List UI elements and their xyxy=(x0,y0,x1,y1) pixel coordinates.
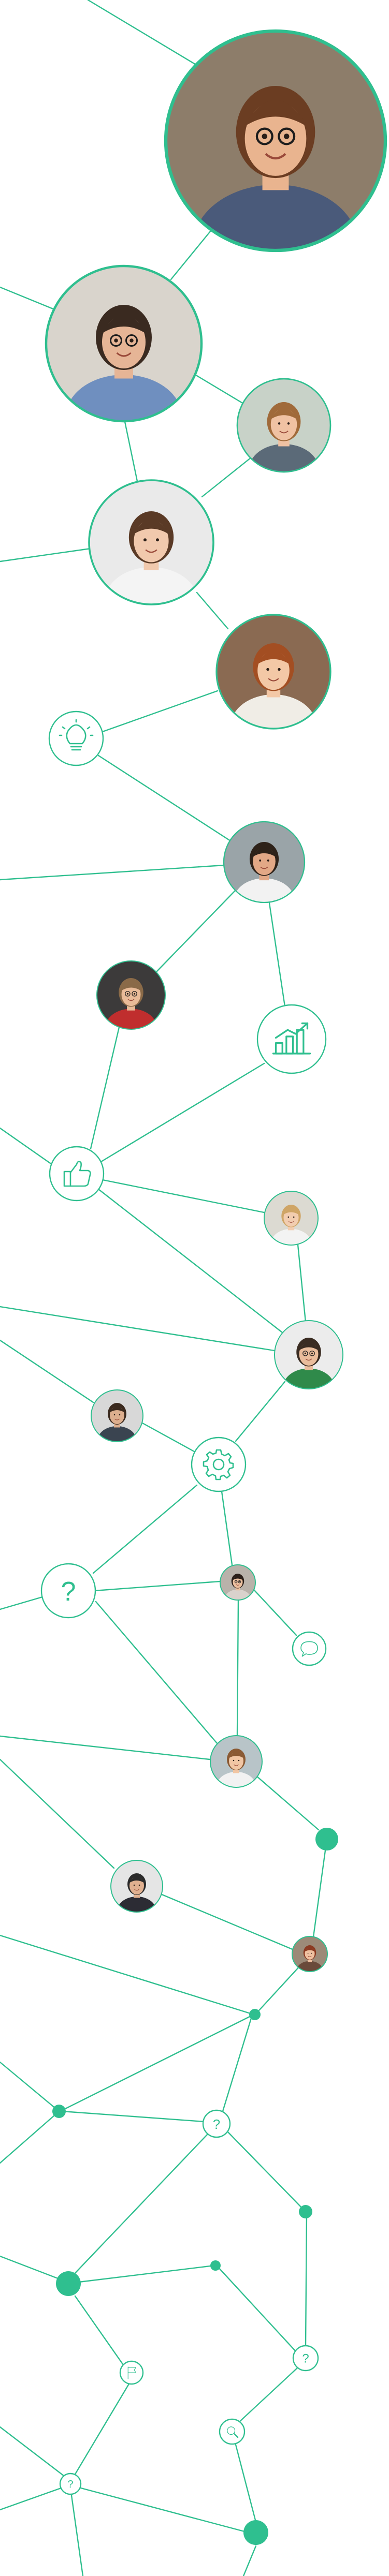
question-icon: ? xyxy=(40,1563,96,1619)
network-line xyxy=(74,2382,131,2476)
network-line xyxy=(90,1026,120,1150)
network-line xyxy=(70,2134,208,2278)
network-line xyxy=(236,1599,239,1737)
network-line xyxy=(0,1127,53,1165)
network-line xyxy=(258,1964,301,2011)
network-line xyxy=(80,2487,246,2533)
man-beard-side-portrait xyxy=(91,1389,143,1442)
blonde-woman-portrait xyxy=(264,1191,319,1246)
network-nodes: ???? xyxy=(40,29,387,2495)
network-line xyxy=(235,1381,286,1442)
network-line xyxy=(305,2214,308,2348)
network-line xyxy=(74,2295,124,2366)
svg-text:?: ? xyxy=(213,2116,220,2132)
network-line xyxy=(0,1339,94,1403)
network-line xyxy=(237,2366,299,2424)
network-line xyxy=(92,1484,198,1574)
business-couple-portrait xyxy=(45,264,203,423)
network-line xyxy=(0,1934,255,2016)
network-dot xyxy=(210,2260,221,2271)
network-line xyxy=(170,221,219,280)
woman-red-hair-portrait xyxy=(292,1936,328,1972)
network-dots xyxy=(52,1828,338,2545)
svg-text:?: ? xyxy=(67,2479,73,2490)
network-line xyxy=(61,2110,206,2123)
redhead-woman-portrait xyxy=(215,614,332,730)
network-line xyxy=(242,2545,257,2576)
network-line xyxy=(97,1188,283,1334)
thumbs-up-icon xyxy=(49,1146,105,1202)
gear-icon xyxy=(191,1437,247,1492)
woman-smiling-portrait xyxy=(210,1735,263,1788)
woman-glasses-portrait xyxy=(96,960,166,1030)
network-line xyxy=(312,1849,326,1938)
svg-text:?: ? xyxy=(61,1577,76,1607)
network-dot xyxy=(243,2520,268,2545)
network-dot xyxy=(249,2009,261,2020)
network-line xyxy=(191,372,244,405)
network-line xyxy=(201,454,255,498)
network-line xyxy=(78,2264,215,2283)
chat-bubble-icon xyxy=(292,1631,327,1666)
growth-chart-icon xyxy=(256,1004,327,1074)
network-line xyxy=(297,1243,307,1323)
network-line xyxy=(268,902,286,1008)
question-icon: ? xyxy=(59,2473,82,2495)
network-line xyxy=(123,418,138,482)
network-line xyxy=(255,1775,320,1831)
network-line xyxy=(221,1490,233,1566)
network-line xyxy=(100,1062,265,1163)
network-line xyxy=(97,754,232,842)
network-line xyxy=(0,2110,60,2164)
network-line xyxy=(253,1589,297,1636)
woman-round-glasses-portrait xyxy=(274,1320,343,1389)
network-line xyxy=(235,2444,256,2521)
network-line xyxy=(196,591,229,630)
network-line xyxy=(0,286,58,312)
network-line xyxy=(217,2266,297,2353)
magnifier-icon xyxy=(219,2418,246,2445)
network-line xyxy=(0,1735,211,1760)
network-line xyxy=(0,2487,62,2511)
network-line xyxy=(0,2061,60,2112)
network-line xyxy=(0,864,225,881)
network-line xyxy=(141,1422,195,1453)
woman-white-shirt-portrait xyxy=(88,479,214,605)
network-line xyxy=(61,2014,255,2111)
man-glasses-beard-portrait xyxy=(164,29,387,253)
network-line xyxy=(95,1601,219,1745)
man-stubble-smile-portrait xyxy=(223,821,306,904)
network-line xyxy=(222,2017,252,2112)
lightbulb-icon xyxy=(48,710,104,766)
network-connections xyxy=(0,0,326,2576)
network-line xyxy=(0,2426,67,2479)
network-line xyxy=(154,889,237,974)
man-suit-portrait xyxy=(110,1860,163,1913)
network-line xyxy=(100,690,219,733)
network-line xyxy=(0,1758,115,1869)
network-line xyxy=(0,2255,68,2283)
network-line xyxy=(93,1580,221,1592)
network-dot xyxy=(56,2271,81,2296)
network-dot xyxy=(315,1828,338,1850)
smiling-woman-vest-portrait xyxy=(236,378,332,473)
network-dot xyxy=(299,2205,312,2218)
question-icon: ? xyxy=(202,2109,231,2138)
question-icon: ? xyxy=(292,2345,319,2372)
network-line xyxy=(0,1306,276,1352)
network-line xyxy=(102,1179,265,1213)
network-line xyxy=(0,1596,44,1610)
network-line xyxy=(160,1893,295,1951)
network-line xyxy=(0,547,92,562)
network-dot xyxy=(52,2105,66,2118)
woman-dark-hair-portrait xyxy=(220,1564,256,1601)
flag-icon xyxy=(119,2360,144,2385)
network-line xyxy=(70,2494,84,2576)
network-line xyxy=(227,2131,306,2212)
svg-text:?: ? xyxy=(302,2351,309,2365)
